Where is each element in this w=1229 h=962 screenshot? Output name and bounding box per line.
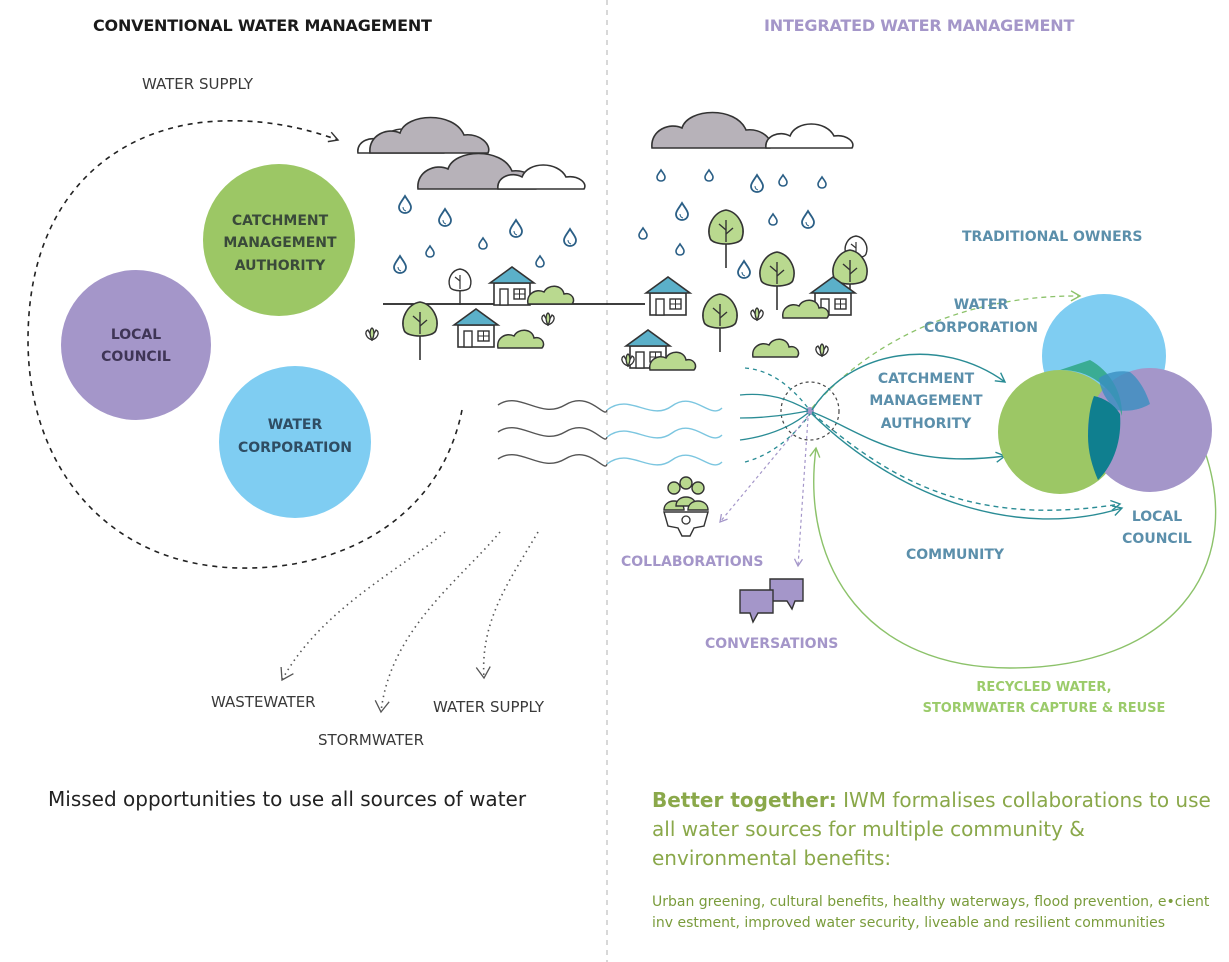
svg-text:MANAGEMENT: MANAGEMENT [223, 235, 337, 251]
right-caption-text: IWM formalises collaborations to use all… [652, 788, 1211, 870]
right-caption-bold: Better together: [652, 788, 837, 812]
svg-text:COUNCIL: COUNCIL [101, 349, 171, 365]
community-label: COMMUNITY [906, 547, 1005, 563]
local-council-label-2: COUNCIL [1122, 531, 1192, 547]
water-supply-out-arrow [475, 531, 539, 680]
incoming-water-streams [739, 367, 811, 463]
conversations-speech-bubbles-icon [739, 578, 804, 624]
svg-text:CORPORATION: CORPORATION [238, 440, 352, 456]
circle-catchment-authority: CATCHMENT MANAGEMENT AUTHORITY [203, 164, 355, 316]
arrow-to-collaborations [719, 415, 809, 524]
arrow-to-local-council [811, 413, 1124, 520]
local-council-label-1: LOCAL [1132, 509, 1182, 525]
traditional-owners-label: TRADITIONAL OWNERS [962, 229, 1143, 245]
arrow-to-water-corporation [811, 353, 1007, 411]
water-corporation-label-2: CORPORATION [924, 320, 1038, 336]
wastewater-label: WASTEWATER [211, 693, 316, 711]
water-corporation-label-1: WATER [954, 297, 1009, 313]
stormwater-label: STORMWATER [318, 731, 424, 749]
arrow-to-local-council-dashed [811, 412, 1122, 511]
catchment-label-3: AUTHORITY [881, 416, 972, 432]
water-supply-bottom-label: WATER SUPPLY [433, 698, 545, 716]
water-waves [497, 399, 723, 467]
stormwater-arrow [374, 531, 501, 714]
right-landscape-illustration [607, 111, 868, 371]
collaboration-hub [780, 381, 840, 441]
arrow-to-catchment [811, 411, 1007, 463]
venn-catchment-authority [998, 370, 1122, 494]
left-title: CONVENTIONAL WATER MANAGEMENT [93, 16, 432, 35]
arrow-to-conversations [793, 417, 809, 568]
svg-text:AUTHORITY: AUTHORITY [235, 258, 326, 274]
conversations-label: CONVERSATIONS [705, 636, 838, 652]
left-landscape-illustration [357, 116, 607, 361]
left-caption: Missed opportunities to use all sources … [48, 787, 527, 811]
svg-text:CATCHMENT: CATCHMENT [232, 213, 329, 229]
circle-local-council: LOCAL COUNCIL [61, 270, 211, 420]
wastewater-arrow [280, 531, 446, 682]
recycled-water-loop [809, 446, 1217, 669]
right-title: INTEGRATED WATER MANAGEMENT [764, 16, 1074, 35]
catchment-label-2: MANAGEMENT [869, 393, 983, 409]
collaborations-label: COLLABORATIONS [621, 554, 763, 570]
recycled-water-label-1: RECYCLED WATER, [976, 680, 1111, 695]
benefits-list: Urban greening, cultural benefits, healt… [652, 894, 1210, 931]
iwm-venn-diagram [998, 294, 1212, 494]
left-water-supply-top-label: WATER SUPPLY [142, 75, 254, 93]
svg-text:WATER: WATER [268, 417, 323, 433]
right-caption: Better together: IWM formalises collabor… [652, 786, 1222, 873]
circle-water-corporation: WATER CORPORATION [219, 366, 371, 518]
svg-text:LOCAL: LOCAL [111, 327, 161, 343]
recycled-water-label-2: STORMWATER CAPTURE & REUSE [923, 701, 1166, 716]
collaborations-people-icon [663, 476, 709, 537]
catchment-label-1: CATCHMENT [878, 371, 975, 387]
